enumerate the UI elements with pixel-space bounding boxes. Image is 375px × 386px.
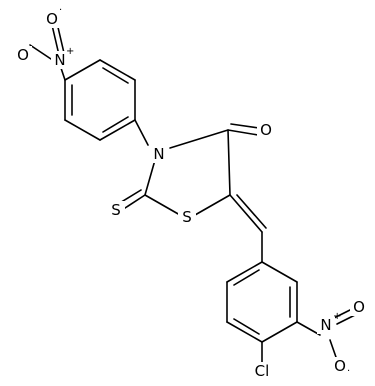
bond — [194, 194, 231, 216]
atom-o-nitro1-left: O — [14, 46, 32, 64]
charge-plus: + — [66, 46, 74, 57]
atom-label-n: N — [54, 51, 65, 69]
atom-n-ring: N — [150, 145, 168, 163]
bond — [102, 116, 129, 133]
atom-cl: Cl — [249, 362, 275, 380]
bond — [233, 318, 260, 335]
bond — [144, 159, 156, 196]
bond-layer — [29, 22, 356, 366]
atom-n-nitro1: N + — [51, 46, 74, 69]
bond — [226, 321, 263, 343]
atom-label-cl: Cl — [255, 362, 270, 380]
atom-label-s: S — [111, 201, 121, 219]
bond — [102, 67, 129, 84]
atom-label-s: S — [182, 208, 192, 226]
bond — [227, 129, 231, 196]
atom-label-o: O — [334, 357, 346, 375]
bond — [261, 321, 298, 343]
atom-label-n: N — [153, 145, 164, 163]
atom-o-nitro2-bottom: O · — [331, 357, 350, 377]
atom-n-nitro2: N + — [317, 311, 341, 334]
bond — [121, 194, 146, 211]
bond — [99, 59, 136, 81]
bond — [169, 129, 229, 149]
atom-label-o: O — [17, 46, 29, 64]
atom-label-o: O — [260, 121, 272, 139]
atom-label-layer: O · N + O N O S S — [14, 5, 368, 380]
bond — [230, 123, 260, 129]
atom-o-nitro1-top: O · — [43, 5, 62, 28]
bond — [329, 339, 338, 361]
charge-plus: + — [333, 311, 341, 322]
bond — [64, 119, 101, 141]
atom-s-thioxo: S — [107, 201, 125, 219]
atom-s-ring: S — [178, 208, 196, 226]
bond — [64, 59, 101, 81]
atom-label-o: O — [353, 298, 365, 316]
bond — [229, 194, 263, 233]
bond — [261, 261, 298, 283]
atom-o-carbonyl: O — [257, 121, 275, 139]
atom-label-o: O — [46, 10, 58, 28]
charge-radical: · — [347, 366, 350, 377]
bond — [333, 308, 353, 319]
bond — [99, 119, 136, 141]
bond — [227, 129, 259, 136]
bond — [226, 261, 263, 283]
atom-o-nitro2-right: O — [350, 298, 368, 316]
bond — [134, 119, 149, 146]
charge-radical: · — [59, 5, 62, 16]
bond — [336, 314, 356, 325]
bond — [144, 194, 181, 216]
bond — [236, 194, 267, 229]
atom-label-n: N — [320, 316, 331, 334]
bond — [233, 269, 260, 286]
bond — [51, 24, 60, 56]
bond — [296, 321, 321, 336]
